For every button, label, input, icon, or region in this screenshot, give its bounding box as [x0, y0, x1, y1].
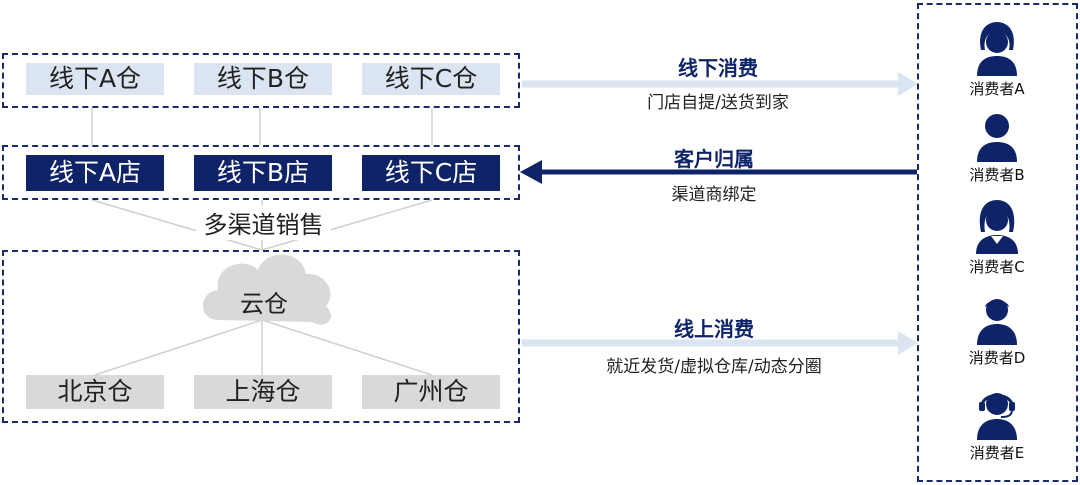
consumer-e-label: 消费者E: [969, 444, 1025, 462]
male-user-icon: [977, 299, 1017, 345]
female-user-icon: [977, 22, 1017, 76]
user-icon: [977, 114, 1017, 162]
offline-consumption-sub: 门店自提/送货到家: [647, 93, 789, 113]
warehouse-a: 线下A仓: [26, 63, 164, 95]
multi-channel-label: 多渠道销售: [196, 205, 331, 240]
cloud-label: 云仓: [240, 290, 288, 318]
ownership-sub: 渠道商绑定: [671, 185, 757, 205]
store-a: 线下A店: [26, 155, 164, 191]
headset-user-icon: [977, 393, 1017, 440]
consumer-e: 消费者E: [947, 388, 1047, 463]
consumer-b-label: 消费者B: [969, 166, 1025, 184]
store-c: 线下C店: [362, 155, 500, 191]
offline-warehouse-group: [2, 53, 520, 108]
ownership-title: 客户归属: [674, 147, 754, 171]
consumer-c-label: 消费者C: [969, 258, 1025, 276]
consumer-a: 消费者A: [947, 20, 1047, 99]
store-b: 线下B店: [194, 155, 332, 191]
cloud-warehouse-group: [2, 250, 520, 423]
offline-store-group: [2, 145, 520, 200]
online-consumption-title: 线上消费: [674, 317, 754, 341]
female-staff-icon: [976, 200, 1018, 254]
warehouse-b: 线下B仓: [194, 63, 332, 95]
online-consumption-sub: 就近发货/虚拟仓库/动态分圈: [606, 357, 822, 377]
warehouse-guangzhou: 广州仓: [362, 375, 500, 409]
offline-consumption-title: 线下消费: [678, 56, 758, 80]
consumer-b: 消费者B: [947, 112, 1047, 185]
consumer-a-label: 消费者A: [969, 80, 1025, 98]
consumer-d-label: 消费者D: [968, 349, 1026, 367]
consumer-panel: [917, 3, 1078, 482]
warehouse-c: 线下C仓: [362, 63, 500, 95]
consumer-d: 消费者D: [947, 297, 1047, 368]
cloud-icon: [203, 254, 331, 325]
warehouse-shanghai: 上海仓: [194, 375, 332, 409]
consumer-c: 消费者C: [947, 198, 1047, 277]
warehouse-beijing: 北京仓: [26, 375, 164, 409]
